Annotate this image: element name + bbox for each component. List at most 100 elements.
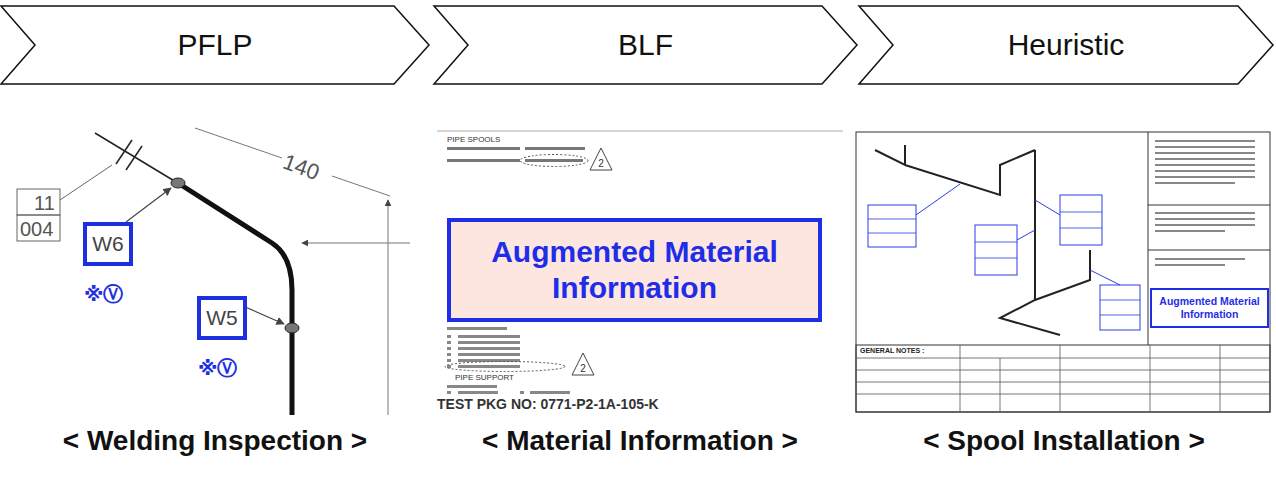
sheet-heading: PIPE SPOOLS (447, 136, 500, 145)
spool-drawing-part (868, 205, 916, 247)
spool-drawing-part (1100, 315, 1140, 316)
material-sheet-part (447, 353, 451, 356)
spool-drawing-part (1155, 140, 1255, 266)
pipe-drawing-part (302, 243, 410, 244)
material-sheet-part (447, 147, 520, 150)
spool-drawing-part-part (1155, 158, 1255, 160)
spool-drawing-part (1090, 270, 1120, 285)
notes-heading: GENERAL NOTES : (860, 347, 924, 355)
pipe-drawing-part (171, 178, 185, 188)
material-sheet-part (437, 131, 843, 132)
revision-number: 2 (580, 363, 586, 374)
material-sheet (437, 131, 843, 394)
material-sheet-part (447, 335, 451, 338)
drawing-label: 11 (34, 192, 55, 214)
spool-drawing-part (1000, 358, 1001, 412)
spool-drawing-part (875, 145, 1090, 335)
spool-drawing-part (856, 370, 1270, 371)
spool-drawing-part (856, 132, 1270, 412)
material-sheet-part (525, 147, 585, 150)
spool-drawing-part (1148, 205, 1270, 206)
spool-drawing-part-part (1155, 146, 1255, 148)
pipe-drawing-part (126, 146, 142, 170)
spool-drawing-part (856, 394, 1270, 395)
material-sheet-part (572, 353, 594, 375)
spool-drawing-part (856, 382, 1270, 383)
material-info-box: Augmented Material Information (1150, 288, 1269, 328)
spool-drawing-part (1060, 212, 1102, 213)
spool-drawing-part-part (1155, 152, 1255, 154)
spool-drawing-part-part (1155, 212, 1255, 214)
material-sheet-part (458, 391, 498, 394)
node-text: W6 (92, 231, 124, 256)
material-sheet-part (458, 341, 520, 344)
spool-drawing-part (1060, 195, 1102, 245)
spool-drawing-part (1035, 200, 1060, 215)
material-sheet-part (530, 391, 570, 394)
drawing-label: 140 (280, 150, 323, 185)
weld-tag: W6 (83, 222, 133, 266)
pipe-drawing-part (243, 306, 284, 324)
spool-drawing-part-part (1155, 230, 1225, 232)
spool-drawing-part (868, 219, 916, 220)
caption: < Material Information > (482, 426, 798, 457)
spool-drawing-part-part (1155, 164, 1255, 166)
spool-drawing-part (1017, 230, 1035, 240)
spool-drawing-part-part (1155, 224, 1255, 226)
pipe-drawing-part (332, 176, 390, 196)
spool-drawing-part-part (1155, 182, 1235, 184)
spool-drawing-part (975, 258, 1017, 259)
caption: < Welding Inspection > (63, 426, 367, 457)
spool-drawing-part (1060, 228, 1102, 229)
spool-drawing-part-part (1155, 140, 1255, 142)
node-text: BLF (618, 27, 673, 63)
node-text: Heuristic (1008, 27, 1125, 63)
spool-drawing-part (1100, 300, 1140, 301)
chevron-outline (434, 6, 857, 84)
chevron-outline (859, 6, 1273, 84)
material-sheet-part (590, 148, 612, 170)
drawing-label: 004 (20, 218, 53, 240)
node-text: Augmented Material Information (1155, 295, 1264, 320)
spool-drawing-part (975, 242, 1017, 243)
pipe-drawing-part (388, 200, 389, 415)
process-chevron: BLF (433, 5, 858, 85)
material-sheet-part (458, 353, 520, 356)
spool-drawing-part (916, 184, 960, 215)
pipe-drawing-part (17, 189, 60, 215)
weld-tag: W5 (197, 296, 247, 340)
material-sheet-part (447, 385, 497, 388)
spool-drawing-part (1100, 285, 1140, 330)
caption: < Spool Installation > (923, 426, 1205, 457)
material-sheet-part (520, 155, 588, 167)
pipe-drawing-part (126, 188, 171, 222)
material-sheet-part (447, 159, 520, 162)
pipe-drawing-part (285, 323, 299, 333)
pipe-drawing-part (178, 183, 292, 415)
material-sheet-part (520, 391, 524, 394)
material-sheet-part (447, 347, 451, 350)
material-sheet-part (445, 362, 565, 372)
material-sheet-part (447, 341, 451, 344)
inspection-mark: ※Ⓥ (84, 283, 123, 305)
material-sheet-part (458, 347, 520, 350)
spool-drawing-part (868, 233, 916, 234)
material-sheet-part (458, 365, 520, 368)
node-text: Augmented Material Information (461, 234, 808, 306)
material-sheet-part (447, 391, 451, 394)
test-package-number: TEST PKG NO: 0771-P2-1A-105-K (437, 397, 659, 412)
pipe-drawing-part (116, 140, 132, 164)
material-sheet-part (458, 335, 520, 338)
spool-drawing-part-part (1155, 264, 1225, 266)
material-sheet-part (525, 159, 583, 162)
pipe-drawing-part (60, 165, 112, 200)
pipe-drawing-part (17, 215, 60, 241)
revision-number: 2 (598, 158, 604, 169)
material-sheet-part (447, 359, 451, 362)
sheet-heading: PIPE SUPPORT (455, 374, 514, 383)
spool-drawing (856, 132, 1270, 412)
spool-drawing-part (856, 345, 1270, 412)
spool-drawing-part (1148, 250, 1270, 251)
spool-drawing-part (1060, 345, 1061, 412)
